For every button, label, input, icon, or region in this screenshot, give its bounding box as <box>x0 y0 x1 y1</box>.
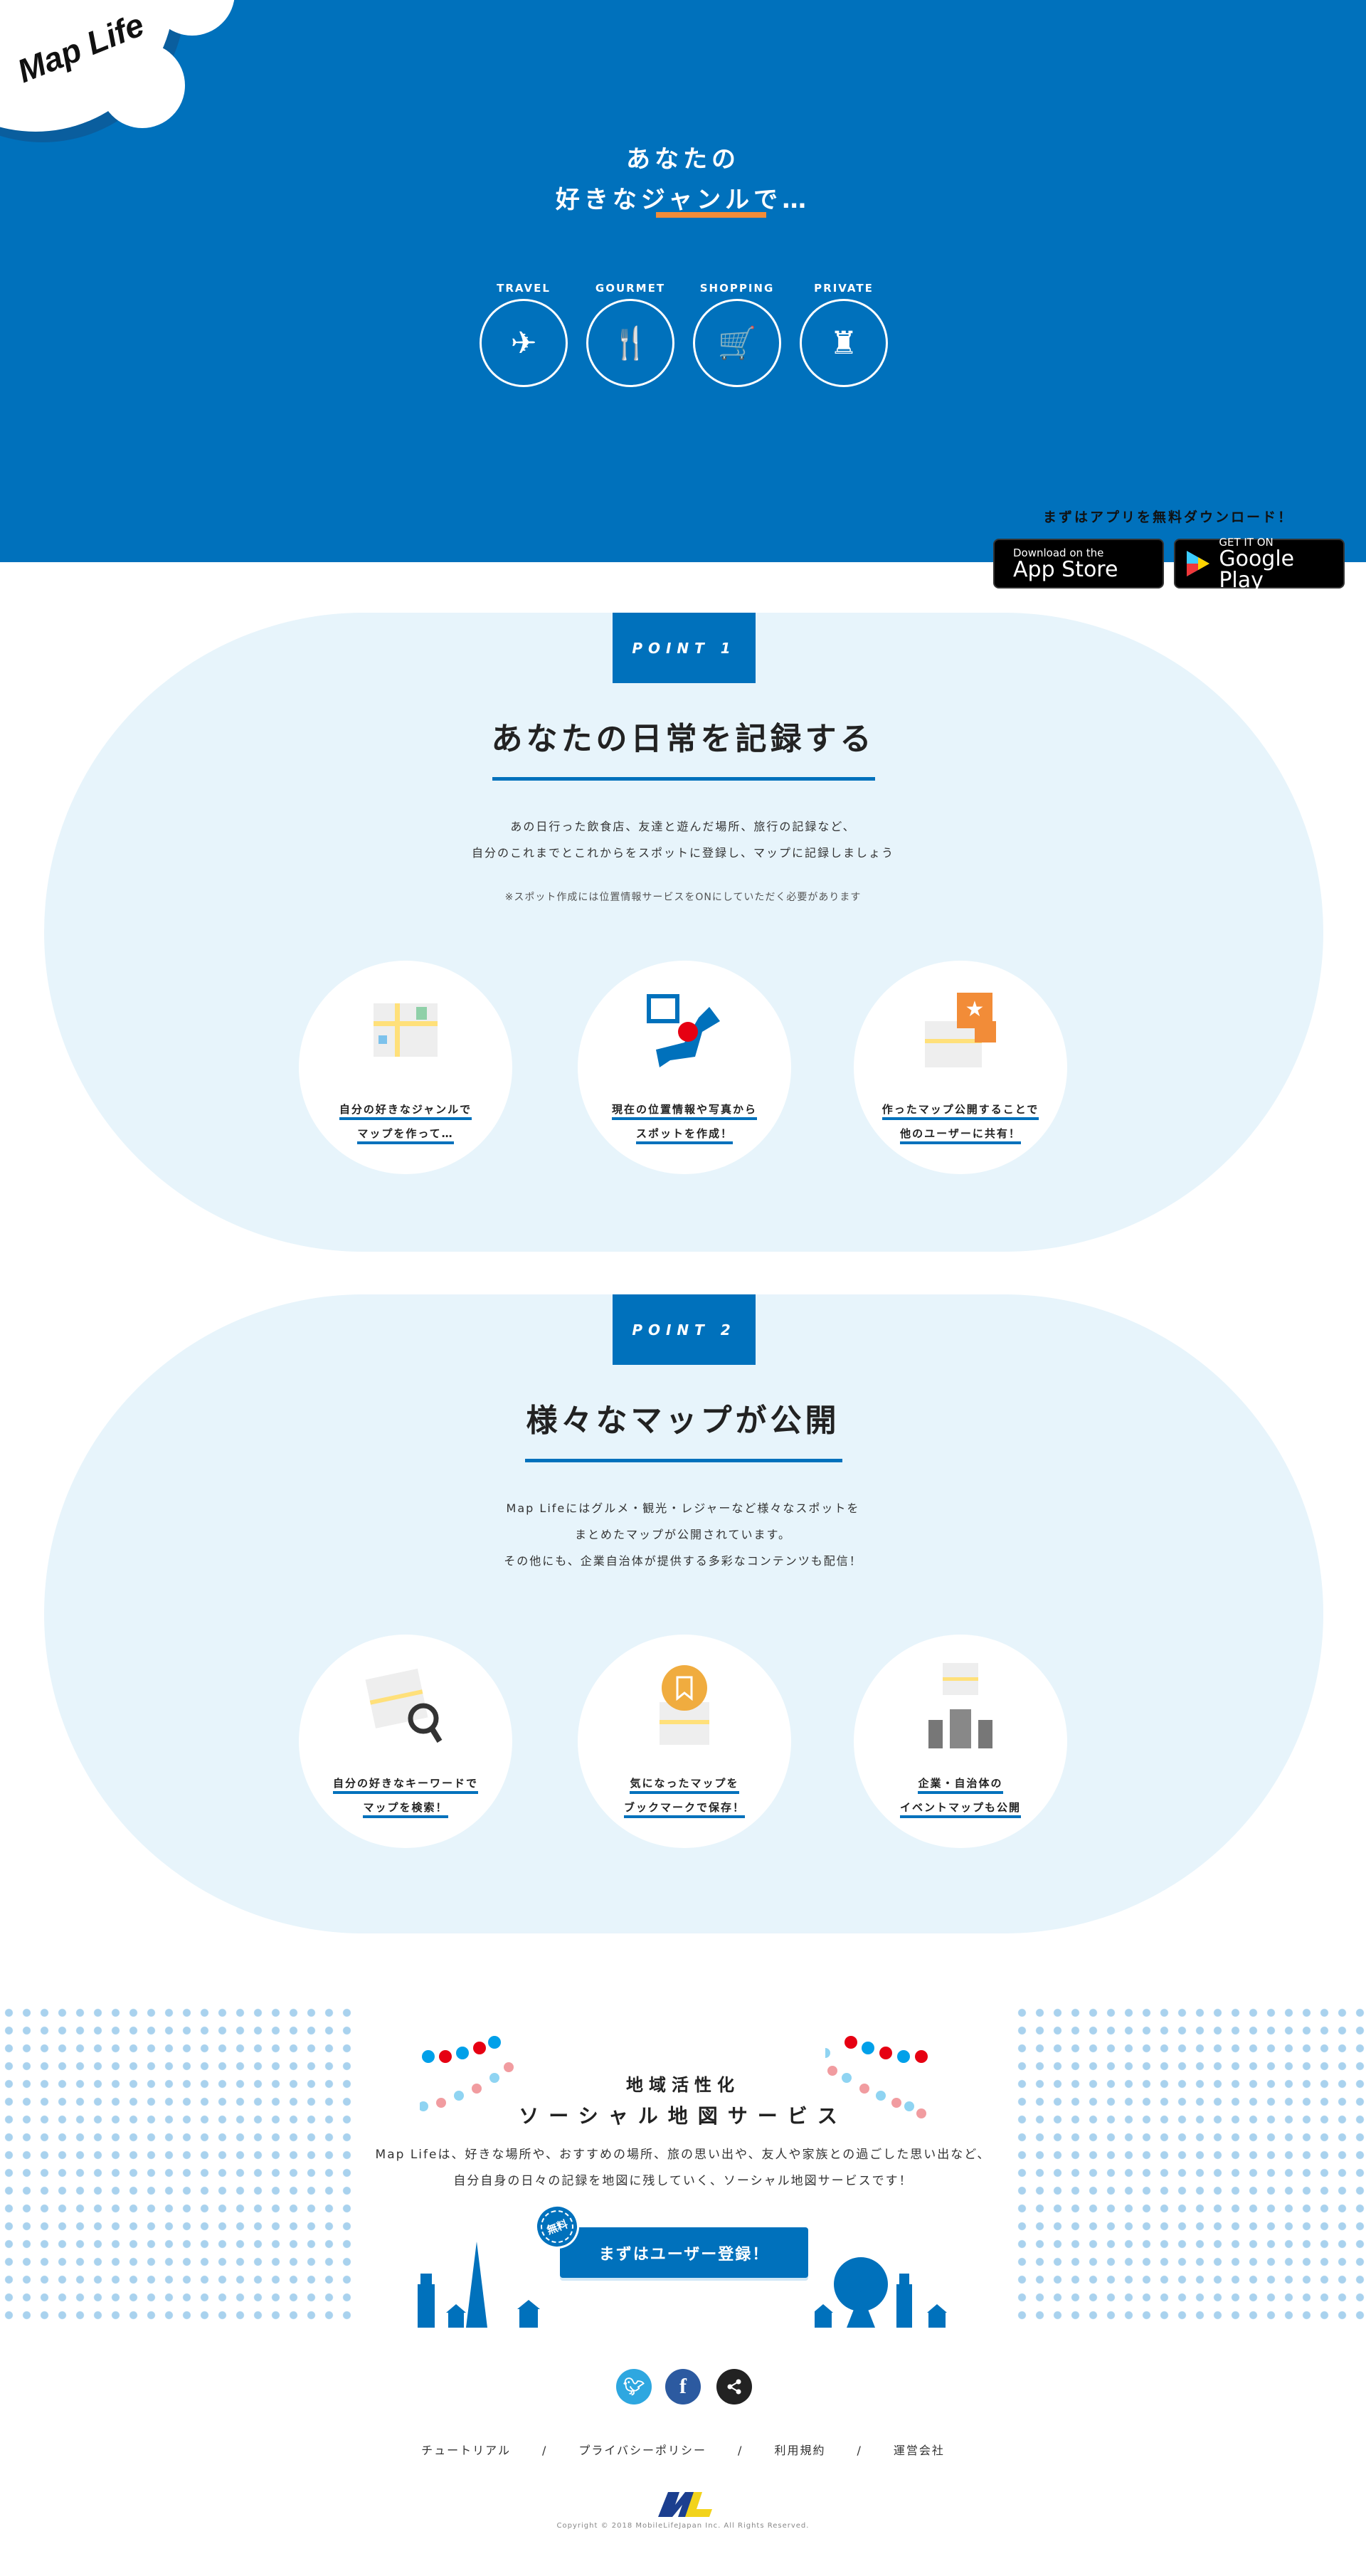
ferris-wheel-skyline-icon <box>815 2257 947 2328</box>
point2-title: 様々なマップが公開 <box>526 1403 840 1439</box>
feature-card: 企業・自治体のイベントマップも公開 <box>854 1635 1067 1848</box>
bunting-right-icon <box>825 2036 928 2118</box>
bunting-left-icon <box>420 2036 514 2111</box>
map-share-icon: ★ <box>925 993 996 1067</box>
share-button[interactable] <box>716 2369 752 2405</box>
feature-line2: ブックマークで保存！ <box>623 1801 745 1818</box>
feature-card: 自分の好きなキーワードでマップを検索！ <box>299 1635 512 1848</box>
download-prompt: まずはアプリを無料ダウンロード！ <box>1043 510 1294 525</box>
map-search-icon <box>365 1668 443 1743</box>
point1-title: あなたの日常を記録する <box>491 721 875 757</box>
point1-desc-2: 自分のこれまでとこれからをスポットに登録し、マップに記録しましょう <box>471 846 894 860</box>
dot-pattern-right <box>1013 2004 1366 2328</box>
feature-line1: 現在の位置情報や写真から <box>611 1103 757 1120</box>
cart-icon: 🛒 <box>693 299 781 387</box>
genre-label: GOURMET <box>595 282 666 295</box>
feature-line1: 作ったマップ公開することで <box>881 1103 1039 1120</box>
separator: / <box>738 2444 743 2457</box>
google-play-icon <box>1187 551 1209 576</box>
point1-note: ※スポット作成には位置情報サービスをONにしていただく必要があります <box>504 892 862 903</box>
feature-line2: 他のユーザーに共有！ <box>900 1127 1021 1144</box>
register-button[interactable]: まずはユーザー登録！ <box>560 2227 808 2278</box>
feature-card: 現在の位置情報や写真からスポットを作成！ <box>578 961 791 1174</box>
facebook-icon: f <box>679 2375 687 2398</box>
twitter-share-button[interactable]: 🐦︎ <box>616 2369 652 2405</box>
svg-text:★: ★ <box>965 997 985 1022</box>
title-underline <box>525 1459 842 1462</box>
logo-cloud <box>0 0 235 142</box>
feature-line2: スポットを作成！ <box>635 1127 733 1144</box>
google-play-big: Google Play <box>1219 547 1295 593</box>
point2-desc-2: まとめたマップが公開されています。 <box>575 1528 791 1541</box>
social-title: ソーシャル地図サービス <box>519 2104 847 2128</box>
genre-label: SHOPPING <box>699 282 775 295</box>
feature-card: 気になったマップをブックマークで保存！ <box>578 1635 791 1848</box>
feature-line2: マップを検索！ <box>363 1801 448 1818</box>
feature-card: 自分の好きなジャンルでマップを作って… <box>299 961 512 1174</box>
social-desc-2: 自分自身の日々の記録を地図に残していく、ソーシャル地図サービスです！ <box>453 2174 913 2188</box>
bookmark-icon <box>660 1665 709 1745</box>
footer-link-terms[interactable]: 利用規約 <box>774 2444 826 2457</box>
tokyo-skyline-icon <box>418 2242 540 2328</box>
google-play-small: GET IT ON <box>1219 536 1274 549</box>
point2-label: POINT 2 <box>613 1294 756 1365</box>
twitter-icon: 🐦︎ <box>623 2377 645 2397</box>
company-logo <box>658 2492 712 2517</box>
footer-link-company[interactable]: 運営会社 <box>893 2444 945 2457</box>
share-icon <box>727 2379 741 2395</box>
hero-heading-line1: あなたの <box>626 145 740 174</box>
footer-link-privacy[interactable]: プライバシーポリシー <box>578 2444 707 2457</box>
social-desc-1: Map Lifeは、好きな場所や、おすすめの場所、旅の思い出や、友人や家族との過… <box>375 2148 991 2162</box>
map-icon <box>374 1003 438 1057</box>
airplane-icon: ✈ <box>480 299 568 387</box>
genre-label: TRAVEL <box>497 282 551 295</box>
feature-line2: マップを作って… <box>357 1127 454 1144</box>
feature-line1: 企業・自治体の <box>918 1777 1003 1794</box>
point2-desc-1: Map Lifeにはグルメ・観光・レジャーなど様々なスポットを <box>506 1501 860 1515</box>
feature-line2: イベントマップも公開 <box>899 1801 1021 1818</box>
japan-pin-photo-icon <box>647 994 720 1067</box>
footer-links: チュートリアル / プライバシーポリシー / 利用規約 / 運営会社 <box>0 2441 1366 2458</box>
building-icon <box>928 1663 992 1748</box>
footer-link-tutorial[interactable]: チュートリアル <box>421 2444 511 2457</box>
separator: / <box>541 2444 548 2457</box>
app-store-big: App Store <box>1013 557 1118 582</box>
separator: / <box>857 2444 862 2457</box>
point2-desc-3: その他にも、企業自治体が提供する多彩なコンテンツも配信！ <box>504 1554 862 1568</box>
point1-desc-1: あの日行った飲食店、友達と遊んだ場所、旅行の記録など、 <box>510 820 856 833</box>
feature-card: ★ 作ったマップ公開することで他のユーザーに共有！ <box>854 961 1067 1174</box>
genre-label: PRIVATE <box>814 282 874 295</box>
copyright: Copyright © 2018 MobileLifeJapan Inc. Al… <box>556 2522 810 2530</box>
point1-label: POINT 1 <box>613 613 756 683</box>
facebook-share-button[interactable]: f <box>665 2369 701 2405</box>
hero-section <box>0 0 1366 562</box>
dot-pattern-left <box>0 2004 353 2328</box>
social-subtitle: 地域活性化 <box>626 2075 740 2095</box>
feature-line1: 自分の好きなキーワードで <box>332 1777 478 1794</box>
feature-line1: 自分の好きなジャンルで <box>339 1103 472 1120</box>
feature-line1: 気になったマップを <box>630 1777 739 1794</box>
app-store-small: Download on the <box>1013 547 1104 559</box>
hero-heading-line2: 好きなジャンルで… <box>555 186 811 214</box>
heading-underline <box>656 212 766 218</box>
person-icon: ♜ <box>800 299 888 387</box>
title-underline <box>492 777 875 781</box>
plate-cutlery-icon: 🍴 <box>586 299 674 387</box>
